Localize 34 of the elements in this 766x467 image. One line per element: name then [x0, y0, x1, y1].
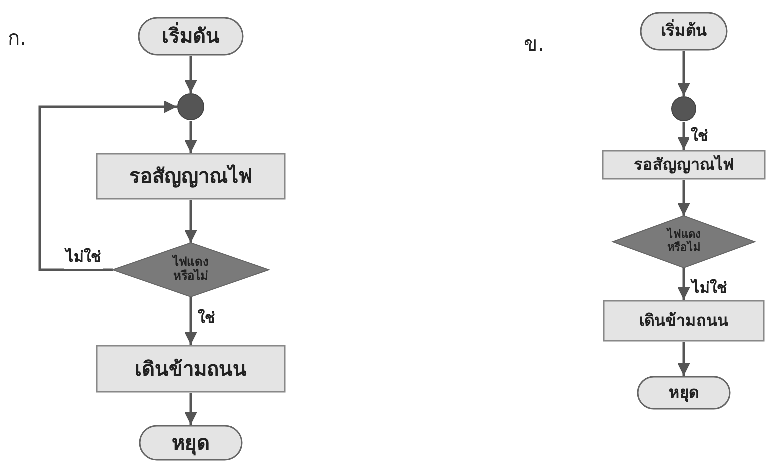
arrow: [184, 121, 198, 153]
arrow: [678, 180, 690, 216]
node-label: เดินข้ามถนน: [135, 358, 247, 380]
decision-diamond: [113, 243, 269, 297]
panel-label: ข.: [524, 31, 544, 58]
process-box: [603, 300, 765, 342]
terminal-box: [637, 376, 731, 410]
arrow: [678, 51, 690, 96]
arrow: [184, 200, 198, 243]
node-label: ไฟแดง หรือไม่: [171, 256, 210, 284]
process-box: [602, 150, 766, 180]
terminal-box: [138, 17, 244, 56]
node-label: รอสัญญาณไฟ: [130, 165, 252, 188]
connector-circle: [671, 96, 697, 122]
arrow: [678, 342, 690, 376]
node-label: เดินข้ามถนน: [640, 312, 728, 330]
node-label: รอสัญญาณไฟ: [634, 156, 734, 174]
edge-label: ไม่ใช่: [64, 245, 103, 269]
arrow: [184, 393, 198, 425]
decision-diamond: [613, 216, 755, 268]
node-label: หยุด: [669, 384, 699, 402]
connector-circle: [177, 93, 205, 121]
process-box: [96, 153, 286, 200]
node-label: หยุด: [172, 432, 210, 454]
terminal-box: [640, 12, 728, 51]
panel-label: ก.: [8, 25, 26, 52]
arrow: [184, 56, 198, 93]
node-label: ไฟแดง หรือไม่: [666, 229, 702, 255]
arrow: [678, 268, 690, 300]
arrow: [678, 122, 690, 150]
arrow: [38, 100, 177, 272]
process-box: [96, 345, 286, 393]
arrow: [184, 297, 198, 345]
terminal-box: [139, 425, 243, 461]
